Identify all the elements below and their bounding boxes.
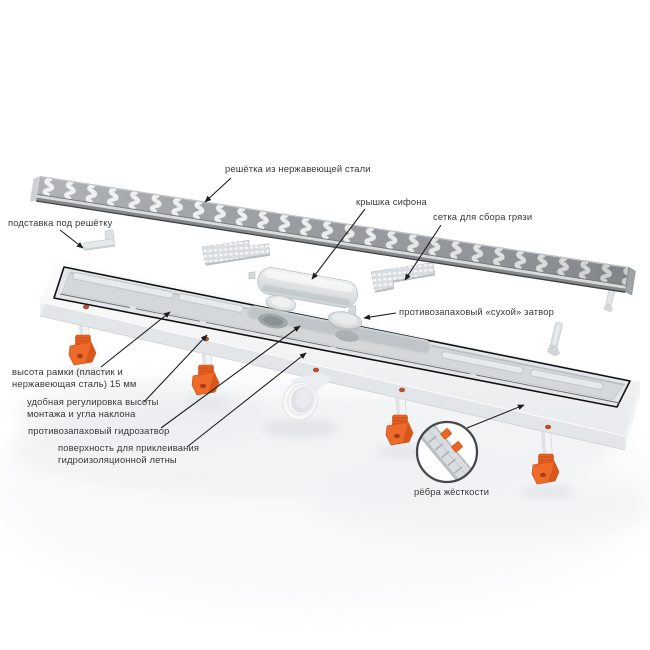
label-height-adjust-line2: монтажа и угла наклона (27, 407, 136, 419)
label-stand: подставка под решётку (8, 217, 113, 228)
dirt-mesh-right (370, 262, 436, 293)
leader-height-adjust (143, 334, 208, 403)
label-frame-height-line1: высота рамки (пластик и (12, 366, 123, 377)
label-ribs: рёбра жёсткости (414, 486, 490, 497)
leader-water-seal (160, 325, 301, 429)
label-dirt-mesh: сетка для сбора грязи (433, 211, 533, 222)
leader-dry-shutter (363, 312, 397, 320)
steel-grate (29, 176, 636, 296)
label-tape-surface: поверхность для приклеивания гидроизоляц… (58, 442, 199, 465)
label-height-adjust: удобная регулировка высоты монтажа и угл… (27, 396, 159, 419)
label-grate: решётка из нержавеющей стали (225, 163, 371, 174)
label-tape-surface-line2: гидроизоляционной летны (58, 453, 177, 465)
siphon-cover (248, 267, 358, 322)
leader-tape-surface (186, 352, 307, 448)
channel-body (39, 260, 640, 451)
leader-dirt-mesh (404, 224, 442, 281)
leader-grate (204, 177, 232, 203)
label-frame-height-line2: нержавеющая сталь) 15 мм (12, 377, 137, 389)
foot (531, 429, 560, 485)
dry-shutter-discs (265, 295, 363, 331)
label-frame-height: высота рамки (пластик и нержавеющая стал… (12, 366, 137, 389)
fixing-clips (547, 286, 616, 357)
label-dry-shutter: противозапаховый «сухой» затвор (399, 306, 554, 317)
label-tape-surface-line1: поверхность для приклеивания (58, 442, 200, 453)
leader-lines (59, 177, 442, 448)
leader-stand (59, 229, 84, 249)
magnifier-callout (415, 404, 525, 484)
label-water-seal: противозапаховый гидрозатвор (28, 425, 170, 436)
label-height-adjust-line1: удобная регулировка высоты (27, 396, 159, 407)
label-siphon-cover: крышка сифона (356, 196, 427, 207)
drain-outlet-pipe (282, 373, 332, 421)
leader-siphon-cover (311, 208, 366, 280)
dirt-mesh-left (201, 239, 271, 266)
leader-frame-height (100, 311, 171, 368)
grate-stand-part (83, 229, 116, 251)
